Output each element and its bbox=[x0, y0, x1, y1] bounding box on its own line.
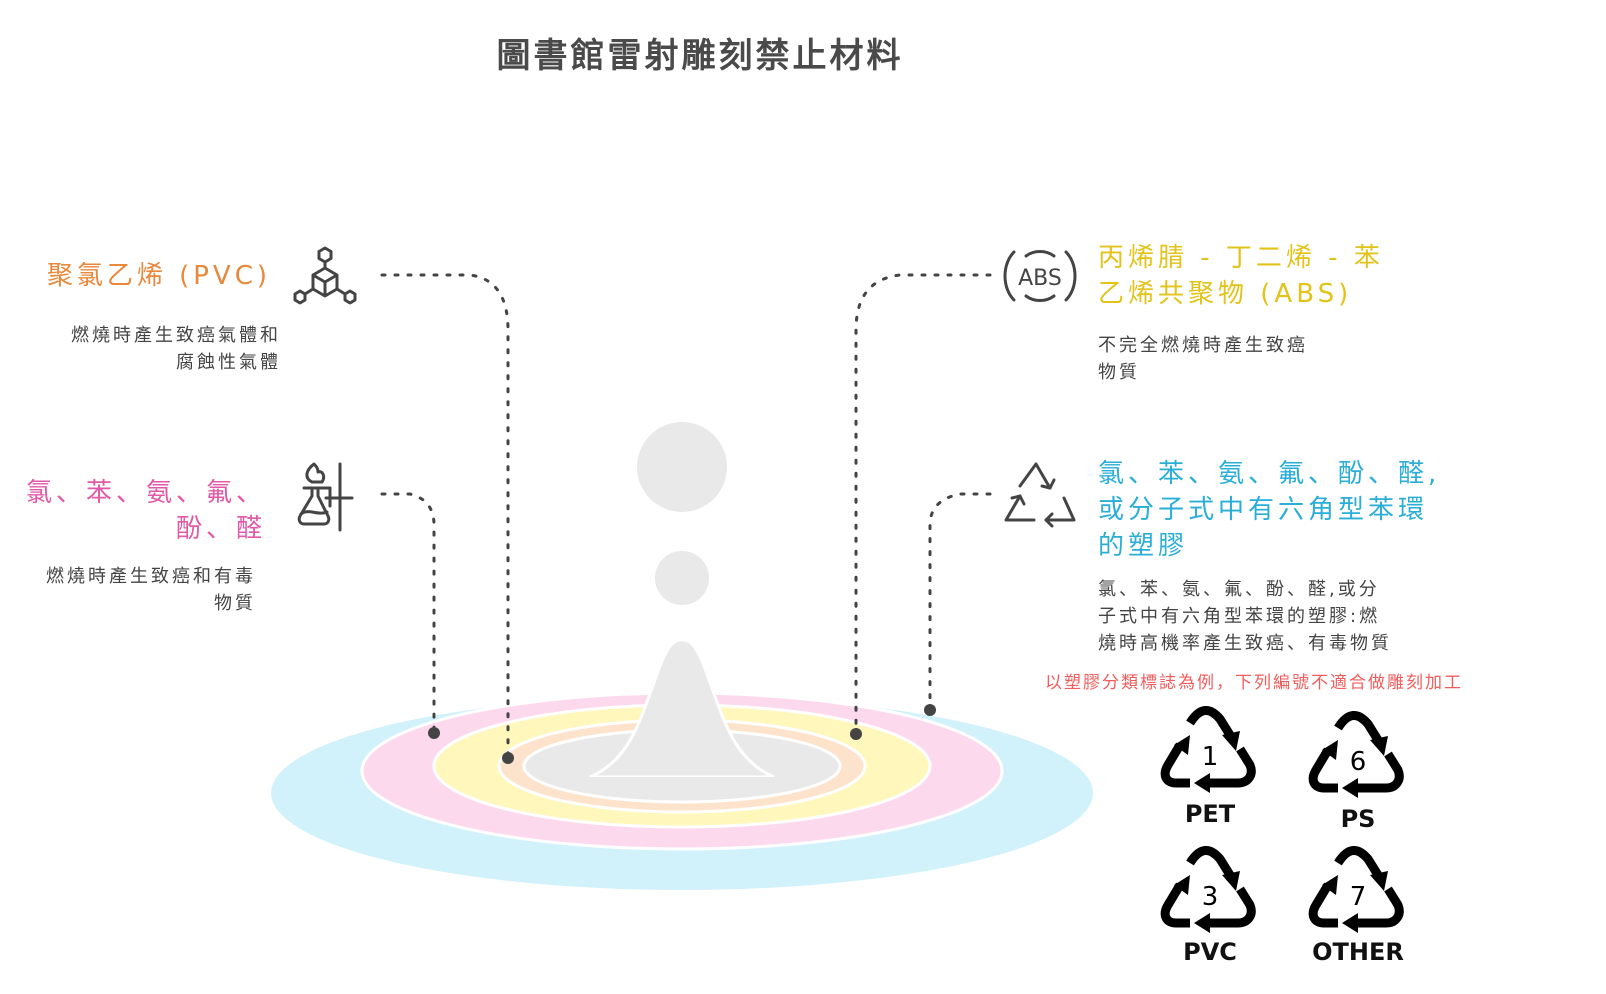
recycle-icon bbox=[1004, 462, 1076, 528]
drop-splash bbox=[589, 638, 775, 779]
connector-benzene bbox=[928, 492, 992, 712]
bunsen-burner-flask-icon bbox=[297, 462, 354, 532]
description-line: 腐蝕性氣體 bbox=[176, 352, 281, 373]
item-pvc-heading: 聚氯乙烯 (PVC) bbox=[47, 258, 271, 294]
resin-code-3-icon: 3 bbox=[1160, 846, 1256, 933]
abs-badge-text: ABS bbox=[1018, 266, 1062, 291]
item-benzene-description: 氯、苯、氨、氟、酚、醛,或分 子式中有六角型苯環的塑膠:燃 燒時高機率產生致癌、… bbox=[1098, 576, 1392, 657]
item-chlorine-description: 燃燒時產生致癌和有毒 物質 bbox=[46, 563, 256, 617]
item-benzene-heading: 氯、苯、氨、氟、酚、醛, 或分子式中有六角型苯環 的塑膠 bbox=[1098, 456, 1440, 564]
description-line: 物質 bbox=[214, 593, 256, 614]
description-line: 燃燒時產生致癌和有毒 bbox=[46, 566, 256, 587]
molecule-cube-icon bbox=[293, 246, 357, 305]
connector-dot-chlorine bbox=[428, 727, 440, 739]
resin-code-7-icon: 7 bbox=[1308, 846, 1404, 933]
resin-code-label: PVC bbox=[1183, 938, 1237, 966]
description-line: 氯、苯、氨、氟、酚、醛,或分 bbox=[1098, 579, 1380, 600]
connector-dot-benzene bbox=[924, 704, 936, 716]
heading-line: 的塑膠 bbox=[1098, 531, 1189, 561]
heading-line: 酚、醛 bbox=[175, 514, 266, 544]
description-line: 燒時高機率產生致癌、有毒物質 bbox=[1098, 633, 1392, 654]
resin-code-label: PET bbox=[1184, 800, 1236, 828]
item-pvc-description: 燃燒時產生致癌氣體和 腐蝕性氣體 bbox=[71, 322, 281, 376]
resin-code-1-icon: 1 bbox=[1160, 706, 1256, 793]
resin-code-number: 6 bbox=[1350, 747, 1367, 777]
description-line: 燃燒時產生致癌氣體和 bbox=[71, 325, 281, 346]
resin-code-number: 1 bbox=[1202, 742, 1219, 772]
drop-large bbox=[637, 422, 727, 512]
description-line: 不完全燃燒時產生致癌 bbox=[1098, 335, 1308, 356]
connector-abs bbox=[854, 273, 992, 736]
connector-chlorine bbox=[380, 492, 436, 735]
item-chlorine-heading: 氯、苯、氨、氟、 酚、醛 bbox=[26, 475, 266, 547]
heading-line: 氯、苯、氨、氟、 bbox=[25, 478, 266, 508]
resin-code-number: 3 bbox=[1202, 882, 1219, 912]
drop-small bbox=[655, 551, 709, 605]
connector-dot-abs bbox=[850, 728, 862, 740]
description-line: 物質 bbox=[1098, 362, 1140, 383]
connector-pvc bbox=[380, 273, 510, 760]
resin-code-note: 以塑膠分類標誌為例，下列編號不適合做雕刻加工 bbox=[1045, 673, 1463, 693]
item-abs-description: 不完全燃燒時產生致癌 物質 bbox=[1098, 332, 1308, 386]
resin-code-label: OTHER bbox=[1312, 938, 1404, 966]
heading-line: 乙烯共聚物 (ABS) bbox=[1098, 279, 1353, 309]
resin-code-label: PS bbox=[1340, 805, 1376, 833]
item-pvc-heading-text: 聚氯乙烯 (PVC) bbox=[46, 261, 271, 291]
page-title: 圖書館雷射雕刻禁止材料 bbox=[496, 36, 904, 76]
resin-code-number: 7 bbox=[1350, 882, 1367, 912]
heading-line: 丙烯腈 - 丁二烯 - 苯 bbox=[1098, 243, 1384, 273]
heading-line: 或分子式中有六角型苯環 bbox=[1098, 495, 1429, 525]
heading-line: 氯、苯、氨、氟、酚、醛, bbox=[1098, 459, 1441, 489]
description-line: 子式中有六角型苯環的塑膠:燃 bbox=[1098, 606, 1381, 627]
abs-badge-icon: ABS bbox=[1003, 250, 1077, 302]
item-abs-heading: 丙烯腈 - 丁二烯 - 苯 乙烯共聚物 (ABS) bbox=[1098, 240, 1384, 312]
resin-code-6-icon: 6 bbox=[1308, 711, 1404, 798]
connector-dot-pvc bbox=[502, 752, 514, 764]
